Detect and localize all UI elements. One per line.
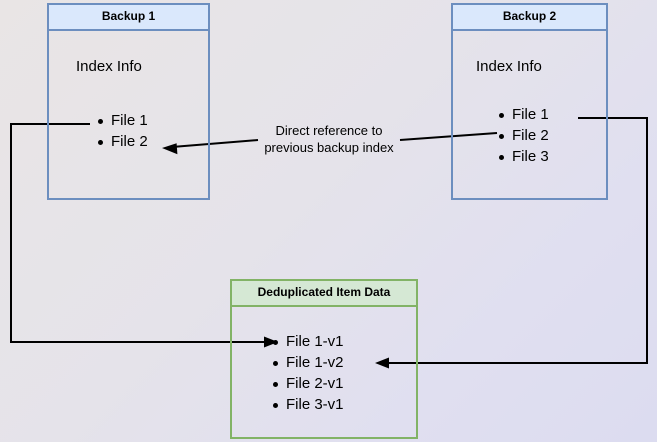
- backup-1-file-list: File 1 File 2: [97, 110, 148, 152]
- node-backup-2-body: Index Info File 1 File 2 File 3: [453, 31, 606, 198]
- backup-2-index-info-label: Index Info: [476, 58, 542, 75]
- annotation-direct-reference-line-1: Direct reference to: [275, 123, 383, 138]
- backup-1-index-info-label: Index Info: [76, 58, 142, 75]
- list-item: File 2: [97, 131, 148, 152]
- list-item: File 3: [498, 146, 549, 167]
- dedup-file-list: File 1-v1 File 1-v2 File 2-v1 File 3-v1: [272, 331, 344, 415]
- list-item: File 2-v1: [272, 373, 344, 394]
- annotation-direct-reference-line-2: previous backup index: [264, 140, 394, 155]
- list-item: File 1-v2: [272, 352, 344, 373]
- node-backup-1-body: Index Info File 1 File 2: [49, 31, 208, 198]
- node-backup-2-header: Backup 2: [453, 5, 606, 31]
- annotation-direct-reference: Direct reference to previous backup inde…: [256, 122, 402, 156]
- list-item: File 1: [498, 104, 549, 125]
- list-item: File 2: [498, 125, 549, 146]
- backup-2-file-list: File 1 File 2 File 3: [498, 104, 549, 167]
- node-dedup-header: Deduplicated Item Data: [232, 281, 416, 307]
- node-backup-1: Backup 1 Index Info File 1 File 2: [47, 3, 210, 200]
- list-item: File 1-v1: [272, 331, 344, 352]
- node-backup-1-header: Backup 1: [49, 5, 208, 31]
- list-item: File 1: [97, 110, 148, 131]
- node-deduplicated-item-data: Deduplicated Item Data File 1-v1 File 1-…: [230, 279, 418, 439]
- list-item: File 3-v1: [272, 394, 344, 415]
- node-dedup-body: File 1-v1 File 1-v2 File 2-v1 File 3-v1: [232, 307, 416, 437]
- node-backup-2: Backup 2 Index Info File 1 File 2 File 3: [451, 3, 608, 200]
